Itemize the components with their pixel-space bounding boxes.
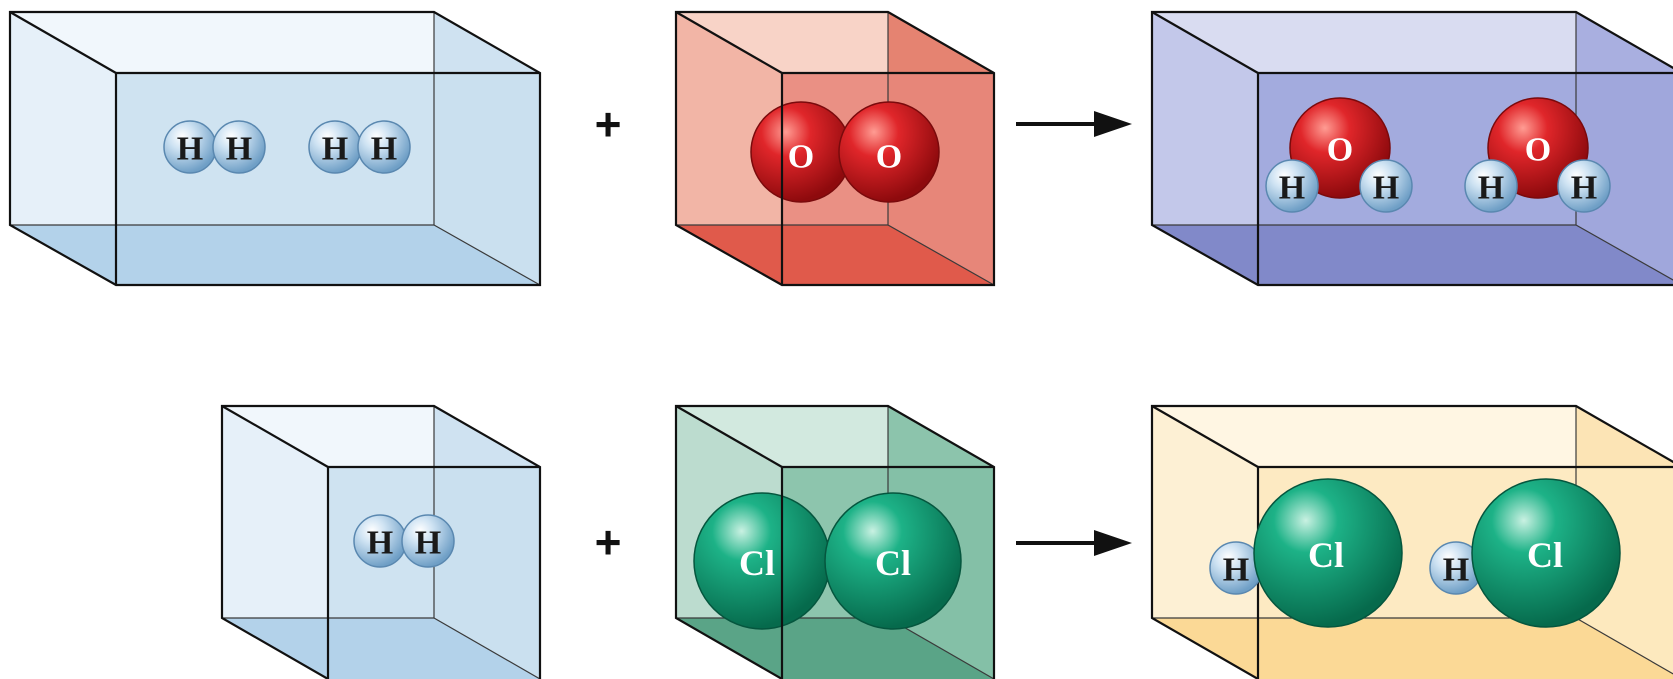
plus-sign: + xyxy=(595,98,622,150)
atom-label: H xyxy=(322,131,348,168)
atom-label: H xyxy=(415,525,441,562)
atom-label: H xyxy=(1443,552,1469,589)
atom-label: H xyxy=(226,131,252,168)
hydrogen-molecule: H H xyxy=(353,514,455,568)
water-molecule: O H H xyxy=(1265,97,1413,213)
atom-label: H xyxy=(371,131,397,168)
atom-label: Cl xyxy=(875,543,911,583)
box-hydrogen-row2 xyxy=(220,404,542,679)
atom-label: O xyxy=(788,139,814,176)
atom-label: H xyxy=(1571,170,1597,207)
atom-label: Cl xyxy=(739,543,775,583)
plus-sign: + xyxy=(595,516,622,568)
oxygen-molecule: O O xyxy=(750,101,940,203)
atom-label: Cl xyxy=(1527,535,1563,575)
atom-label: O xyxy=(1327,132,1353,169)
atom-label: O xyxy=(1525,132,1551,169)
reaction-arrow xyxy=(1016,530,1132,556)
box-chlorine-edges xyxy=(674,404,996,679)
atom-label: O xyxy=(876,139,902,176)
box-hydrogen-row1 xyxy=(8,10,542,287)
chlorine-molecule: Cl Cl xyxy=(693,492,962,630)
hydrogen-molecule: H H xyxy=(308,120,411,174)
atom-label: H xyxy=(1478,170,1504,207)
atom-label: H xyxy=(367,525,393,562)
hydrogen-chloride-molecule: H Cl xyxy=(1209,478,1403,628)
atom-label: H xyxy=(177,131,203,168)
atom-label: Cl xyxy=(1308,535,1344,575)
water-molecule: O H H xyxy=(1464,97,1611,213)
hydrogen-molecule: H H xyxy=(163,120,266,174)
hydrogen-chloride-molecule: H Cl xyxy=(1429,478,1621,628)
atom-label: H xyxy=(1223,552,1249,589)
box-oxygen-edges xyxy=(674,10,996,287)
atom-label: H xyxy=(1373,170,1399,207)
box-water xyxy=(1150,10,1673,287)
reaction-arrow xyxy=(1016,111,1132,137)
atom-label: H xyxy=(1279,170,1305,207)
